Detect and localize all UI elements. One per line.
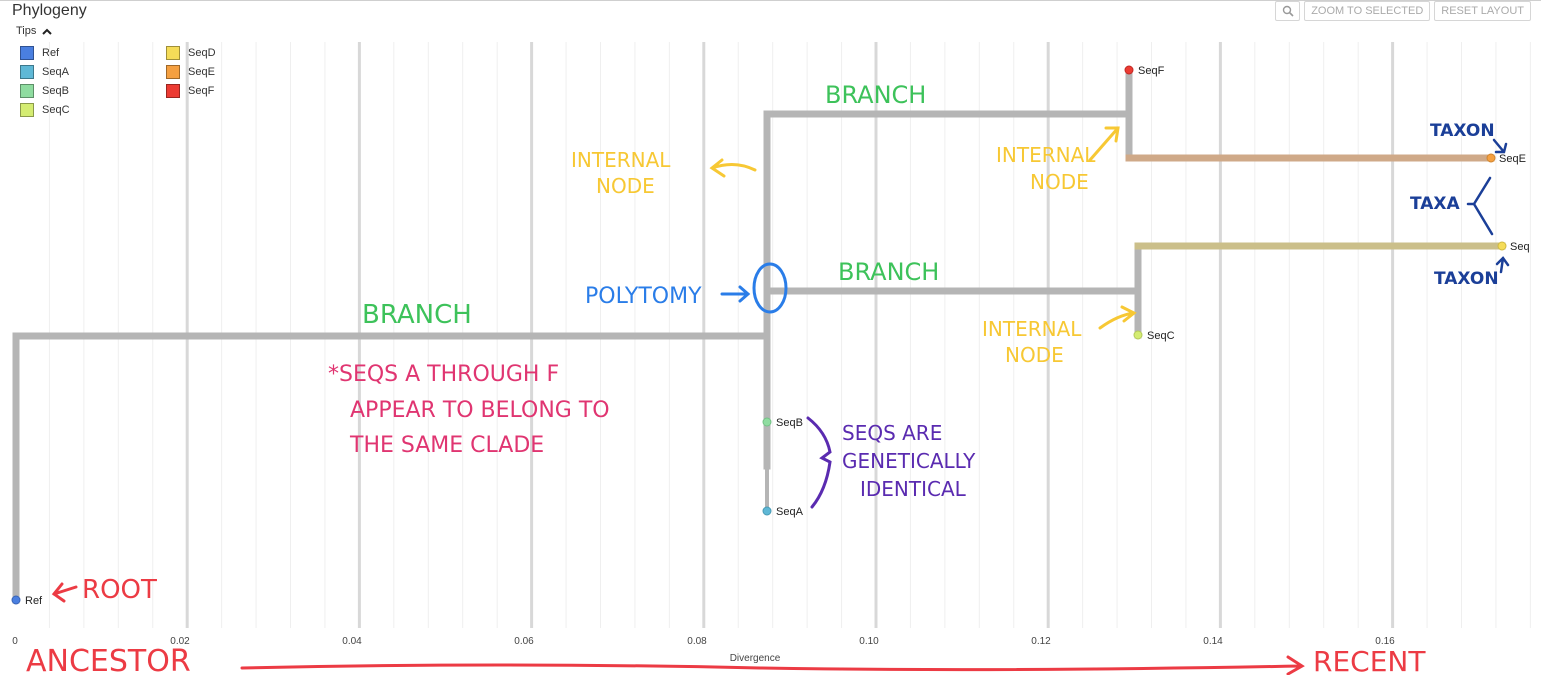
tree-branches xyxy=(12,68,1506,604)
annotation-clade-line-2: APPEAR TO BELONG TO xyxy=(350,398,610,423)
annotation-branch-lower: BRANCH xyxy=(362,300,472,330)
annotation-recent: RECENT xyxy=(1313,645,1426,675)
arrow-root xyxy=(51,582,78,603)
legend-swatch xyxy=(166,65,180,79)
tip-label-seqc: SeqC xyxy=(1147,330,1175,342)
legend-swatch xyxy=(166,84,180,98)
legend-label: SeqE xyxy=(188,66,215,78)
legend-swatch xyxy=(20,65,34,79)
tip-label-seqe: SeqE xyxy=(1499,153,1526,165)
annotations: BRANCH BRANCH BRANCH INTERNAL NODE INTER… xyxy=(26,81,1510,675)
annotation-taxon-top: TAXON xyxy=(1430,121,1495,141)
zoom-search-button[interactable] xyxy=(1275,1,1301,21)
tip-label-seqf: SeqF xyxy=(1138,65,1165,77)
legend-item-seqc[interactable]: SeqC xyxy=(20,103,70,117)
annotation-internal-node-top-1: INTERNAL xyxy=(996,143,1096,167)
legend-swatch xyxy=(20,103,34,117)
legend-swatch xyxy=(20,46,34,60)
legend-item-seqb[interactable]: SeqB xyxy=(20,84,69,98)
x-tick-label: 0.12 xyxy=(1031,636,1051,647)
zoom-to-selected-button[interactable]: ZOOM TO SELECTED xyxy=(1304,1,1431,21)
tip-label-seqb: SeqB xyxy=(776,417,803,429)
annotation-taxa: TAXA xyxy=(1410,194,1461,214)
search-icon xyxy=(1282,5,1294,17)
annotation-internal-node-left-1: INTERNAL xyxy=(571,148,671,172)
annotation-branch-top: BRANCH xyxy=(825,81,926,109)
x-tick-label: 0.02 xyxy=(170,636,190,647)
tip-seqa[interactable] xyxy=(762,506,772,516)
arrow-ancestor-to-recent xyxy=(240,655,1305,675)
legend-item-seqd[interactable]: SeqD xyxy=(166,46,216,60)
x-axis-label: Divergence xyxy=(730,653,781,664)
legend-label: SeqC xyxy=(42,104,70,116)
legend-swatch xyxy=(20,84,34,98)
annotation-branch-middle: BRANCH xyxy=(838,258,939,286)
top-divider xyxy=(0,0,1541,1)
tree-tips: Ref SeqA SeqB SeqC Seq SeqE SeqF xyxy=(11,65,1530,607)
annotation-polytomy: POLYTOMY xyxy=(585,284,702,309)
legend-label: Ref xyxy=(42,47,60,59)
annotation-clade-line-3: THE SAME CLADE xyxy=(349,433,544,458)
annotation-internal-node-left-2: NODE xyxy=(596,174,655,198)
chevron-up-icon xyxy=(42,28,53,35)
annotation-identical-line-1: SEQS ARE xyxy=(842,421,942,445)
arrow-taxon-top xyxy=(1492,138,1508,154)
x-tick-label: 0.10 xyxy=(859,636,879,647)
annotation-clade-line-1: *SEQS A THROUGH F xyxy=(328,362,559,387)
x-tick-label: 0 xyxy=(12,636,18,647)
legend-item-ref[interactable]: Ref xyxy=(20,46,59,60)
annotation-taxon-bottom: TAXON xyxy=(1434,269,1499,289)
tip-label-ref: Ref xyxy=(25,595,43,607)
tip-seqf[interactable] xyxy=(1124,65,1134,75)
legend-item-seqe[interactable]: SeqE xyxy=(166,65,215,79)
tip-label-seqd: Seq xyxy=(1510,241,1530,253)
legend-toggle[interactable]: Tips xyxy=(16,25,53,37)
taxa-bracket xyxy=(1466,176,1494,236)
annotation-identical-line-2: GENETICALLY xyxy=(842,449,976,473)
x-tick-label: 0.06 xyxy=(514,636,534,647)
toolbar: ZOOM TO SELECTED RESET LAYOUT xyxy=(1275,1,1531,21)
annotation-ancestor: ANCESTOR xyxy=(26,644,191,675)
tip-label-seqa: SeqA xyxy=(776,506,804,518)
annotation-identical-line-3: IDENTICAL xyxy=(860,477,967,501)
arrow-taxon-bottom xyxy=(1495,256,1510,274)
polytomy-circle xyxy=(752,262,788,314)
tip-seqd[interactable] xyxy=(1497,241,1507,251)
legend-swatch xyxy=(166,46,180,60)
x-tick-label: 0.08 xyxy=(687,636,707,647)
annotation-internal-node-top-2: NODE xyxy=(1030,170,1089,194)
legend-label: SeqF xyxy=(188,85,215,97)
x-tick-label: 0.04 xyxy=(342,636,362,647)
tip-seqc[interactable] xyxy=(1133,330,1143,340)
legend-item-seqf[interactable]: SeqF xyxy=(166,84,214,98)
arrow-internal-node-top xyxy=(1088,126,1120,162)
annotation-root: ROOT xyxy=(82,575,157,605)
tip-ref[interactable] xyxy=(11,595,21,605)
legend-label: SeqD xyxy=(188,47,216,59)
arrow-internal-node-mid xyxy=(1098,305,1137,330)
identical-bracket xyxy=(806,416,832,509)
reset-layout-button[interactable]: RESET LAYOUT xyxy=(1434,1,1531,21)
x-tick-label: 0.14 xyxy=(1203,636,1223,647)
tip-seqe[interactable] xyxy=(1486,153,1496,163)
x-axis: 0 0.02 0.04 0.06 0.08 0.10 0.12 0.14 0.1… xyxy=(12,636,1395,664)
arrow-polytomy xyxy=(720,285,751,303)
tip-seqb[interactable] xyxy=(762,417,772,427)
panel-title: Phylogeny xyxy=(12,2,87,19)
legend-item-seqa[interactable]: SeqA xyxy=(20,65,69,79)
x-tick-label: 0.16 xyxy=(1375,636,1395,647)
legend-label: SeqA xyxy=(42,66,69,78)
annotation-internal-node-mid-1: INTERNAL xyxy=(982,317,1082,341)
legend-label: SeqB xyxy=(42,85,69,97)
legend-title: Tips xyxy=(16,25,37,37)
arrow-internal-node-left xyxy=(709,158,757,178)
annotation-internal-node-mid-2: NODE xyxy=(1005,343,1064,367)
